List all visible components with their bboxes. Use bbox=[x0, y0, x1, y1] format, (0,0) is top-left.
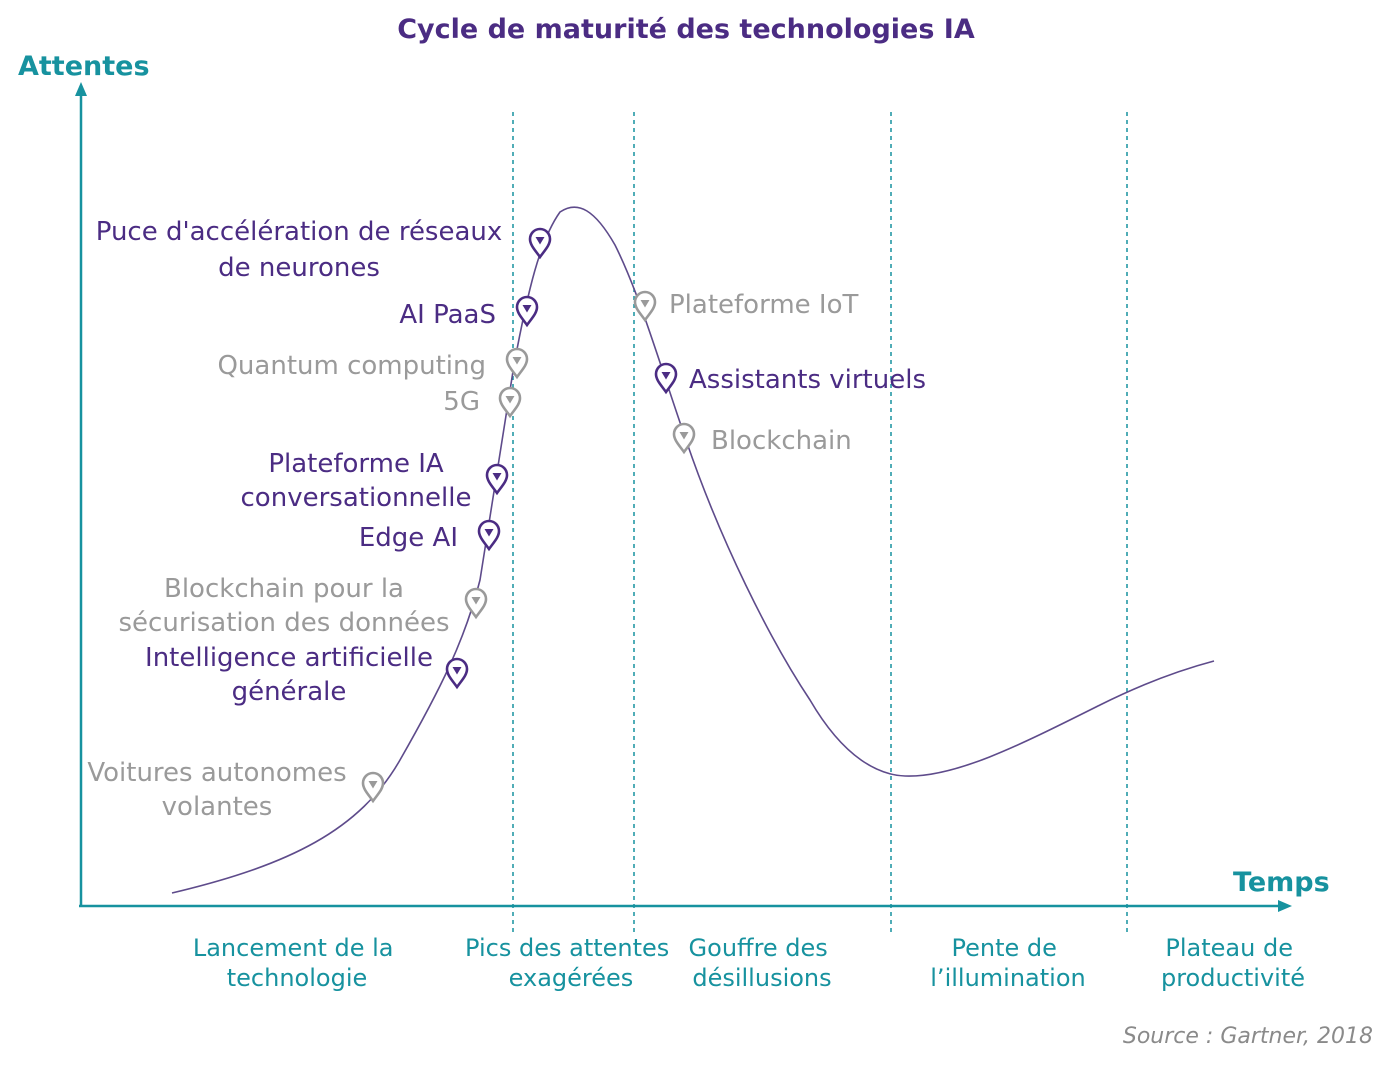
technology-label: Blockchain bbox=[711, 426, 852, 456]
map-pin-icon bbox=[498, 386, 522, 419]
technology-blockchain: Blockchain bbox=[672, 422, 852, 456]
technology-assistants-virtuels: Assistants virtuels bbox=[654, 362, 926, 395]
map-pin-icon bbox=[477, 519, 501, 552]
technology-plateforme-iot: Plateforme IoT bbox=[633, 290, 858, 323]
diagram-title: Cycle de maturité des technologies IA bbox=[397, 14, 975, 45]
technology-quantum-computing: Quantum computing bbox=[217, 347, 529, 381]
map-pin-icon bbox=[654, 362, 678, 395]
y-axis-arrow-icon bbox=[75, 82, 87, 96]
phase-labels: Lancement de la technologie Pics des att… bbox=[193, 934, 1305, 992]
technology-5g: 5G bbox=[443, 386, 522, 419]
technology-label: 5G bbox=[443, 387, 480, 417]
map-pin-icon bbox=[445, 657, 469, 690]
phase-label-pente: Pente de l’illumination bbox=[930, 934, 1085, 992]
phase-label-gouffre: Gouffre des désillusions bbox=[689, 934, 836, 992]
technology-edge-ai: Edge AI bbox=[359, 519, 501, 553]
phase-label-pics: Pics des attentes exagérées bbox=[465, 934, 677, 992]
technology-label: Plateforme IoT bbox=[669, 290, 858, 320]
axes: Attentes Temps bbox=[18, 51, 1330, 912]
x-axis-arrow-icon bbox=[1278, 900, 1292, 912]
map-pin-icon bbox=[361, 771, 385, 804]
phase-dividers bbox=[512, 112, 1128, 932]
map-pin-icon bbox=[464, 587, 488, 620]
map-pin-icon bbox=[672, 422, 696, 455]
map-pin-icon bbox=[633, 290, 657, 323]
technology-label: Edge AI bbox=[359, 523, 458, 553]
phase-label-plateau: Plateau de productivité bbox=[1161, 934, 1305, 992]
technology-label: Assistants virtuels bbox=[689, 365, 926, 395]
y-axis-title: Attentes bbox=[18, 51, 150, 82]
map-pin-icon bbox=[528, 227, 552, 260]
technology-label: AI PaaS bbox=[399, 300, 496, 330]
phase-label-lancement: Lancement de la technologie bbox=[193, 934, 401, 992]
x-axis-title: Temps bbox=[1233, 867, 1330, 898]
source-note: Source : Gartner, 2018 bbox=[1123, 1024, 1373, 1049]
map-pin-icon bbox=[515, 295, 539, 328]
technology-ai-paas: AI PaaS bbox=[399, 295, 539, 330]
map-pin-icon bbox=[505, 347, 529, 380]
technology-label: Quantum computing bbox=[217, 351, 486, 381]
map-pin-icon bbox=[485, 463, 509, 496]
